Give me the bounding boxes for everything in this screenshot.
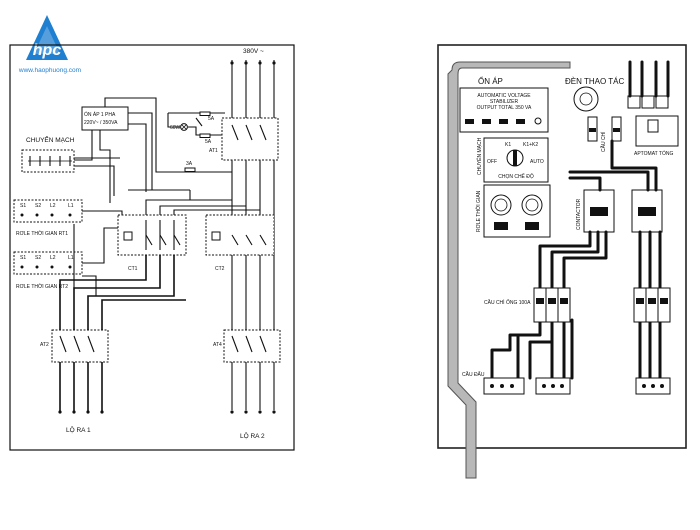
at1-label: AT1 <box>209 148 218 154</box>
panel-layout: ỔN ÁP AUTOMATIC VOLTAGE STABILIZER OUTPU… <box>437 44 687 479</box>
svg-text:S2: S2 <box>35 255 41 261</box>
panel-fuses-1 <box>533 287 571 323</box>
aptomat-label: APTOMAT TỔNG <box>634 150 673 157</box>
logo-website: www.haophuong.com <box>18 67 81 74</box>
svg-text:L1: L1 <box>68 255 74 261</box>
panel-fuse-label: CẦU CHÌ ỐNG 100A <box>484 299 531 306</box>
svg-text:AUTO: AUTO <box>530 159 544 165</box>
fuse-5a-1-label: 5A <box>208 116 215 122</box>
svg-text:S1: S1 <box>20 255 26 261</box>
lamp-label: 60W <box>170 125 181 131</box>
panel-timer-side-label: RƠLE THỜI GIAN <box>475 190 482 232</box>
svg-text:L2: L2 <box>50 255 56 261</box>
panel-contactor-side-label: CONTACTOR <box>576 198 582 230</box>
indicator-title: ĐÈN THAO TÁC <box>565 77 624 86</box>
svg-text:K1+K2: K1+K2 <box>523 142 538 148</box>
supply-voltage-label: 380V ~ <box>243 48 264 55</box>
panel-fuse-side-label: CẦU CHÌ <box>600 131 607 152</box>
fuse-5a-2-label: 5A <box>205 139 212 145</box>
selector-label: CHUYỂN MẠCH <box>26 135 75 144</box>
schematic-stabilizer <box>81 106 129 131</box>
logo-text: hpc <box>33 42 62 59</box>
at2-label: AT2 <box>40 342 49 348</box>
panel-terminals <box>483 377 671 395</box>
timer-rt2-label: RƠLE THỜI GIAN RT2 <box>16 283 68 290</box>
hpc-logo: hpc www.haophuong.com <box>18 15 81 74</box>
panel-terminal-label: CẦU ĐẤU <box>462 371 485 378</box>
at4-label: AT4 <box>213 342 222 348</box>
ct2-label: CT2 <box>215 266 225 272</box>
svg-text:S1: S1 <box>20 203 26 209</box>
svg-text:K1: K1 <box>505 142 511 148</box>
panel-stabilizer-title: ỔN ÁP <box>478 77 503 86</box>
wiring-schematic: 380V ~ AT1 ỔN ÁP 1 PHA 220V~ / 350VA 60W… <box>9 44 295 451</box>
fuse-3a-label: 3A <box>186 161 193 167</box>
svg-text:L1: L1 <box>68 203 74 209</box>
output-1-label: LỘ RA 1 <box>66 425 91 434</box>
svg-text:STABILIZER: STABILIZER <box>490 99 519 105</box>
panel-selector-side-label: CHUYỂN MẠCH <box>476 137 483 175</box>
ct1-label: CT1 <box>128 266 138 272</box>
panel-fuses-2 <box>633 287 671 323</box>
schematic-frame <box>9 44 295 451</box>
svg-text:OUTPUT TOTAL 350 VA: OUTPUT TOTAL 350 VA <box>477 105 532 111</box>
schematic-stabilizer-rating: 220V~ / 350VA <box>84 120 118 126</box>
timer-rt1-label: RƠLE THỜI GIAN RT1 <box>16 230 68 237</box>
output-2-label: LỘ RA 2 <box>240 431 265 440</box>
schematic-stabilizer-title: ỔN ÁP 1 PHA <box>84 111 116 118</box>
svg-text:OFF: OFF <box>487 159 497 165</box>
cable-duct <box>447 61 571 479</box>
logo-triangle-icon <box>26 15 68 60</box>
svg-text:CHỌN CHẾ ĐỘ: CHỌN CHẾ ĐỘ <box>498 173 534 180</box>
panel-stabilizer <box>459 87 549 133</box>
indicator-lamp-icon <box>573 86 599 112</box>
svg-text:AUTOMATIC VOLTAGE: AUTOMATIC VOLTAGE <box>477 93 531 99</box>
svg-text:L2: L2 <box>50 203 56 209</box>
svg-text:S2: S2 <box>35 203 41 209</box>
